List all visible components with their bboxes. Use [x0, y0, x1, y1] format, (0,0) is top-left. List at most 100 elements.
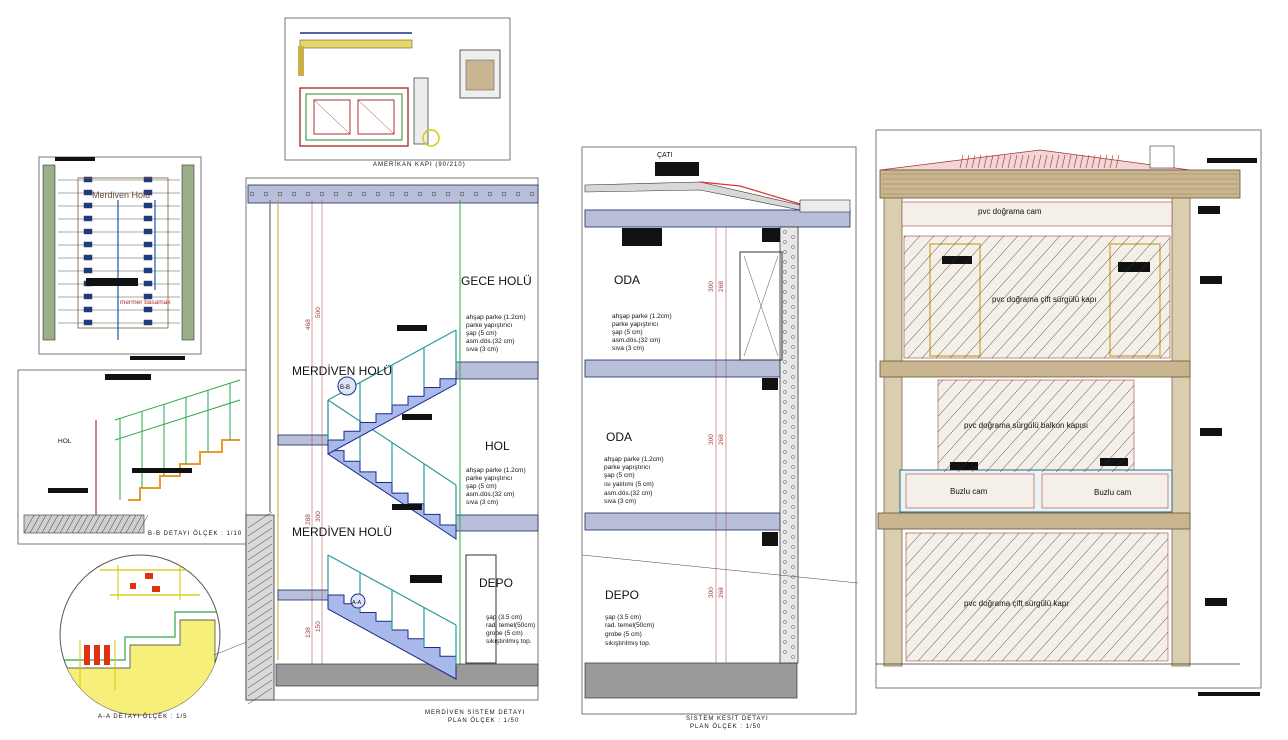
sys-dim-2: 268 [718, 281, 725, 292]
hatch-line [247, 599, 273, 617]
plan-step-post [143, 254, 153, 261]
hatch-line [1085, 569, 1168, 661]
wall-dot [791, 575, 795, 579]
wall-dot [791, 395, 795, 399]
wall-dot [783, 620, 787, 624]
roof-dot [529, 191, 535, 197]
hatch-line [904, 236, 934, 270]
facade-label-lower-door: pvc doğrama çift sürgülü kapı [964, 599, 1069, 608]
stair-section-caption-1: MERDİVEN SİSTEM DETAYI [425, 709, 525, 716]
hatch-line [907, 236, 1018, 358]
wall-dot [791, 355, 795, 359]
hatch-line [247, 647, 273, 665]
hatch-line [1057, 538, 1168, 661]
facade-elevation: pvc doğrama cam pvc doğrama çift sürgülü… [875, 129, 1262, 696]
hatch-line [985, 380, 1069, 472]
note-line: parke yapıştırıcı [466, 475, 512, 482]
room-merdiven-holu-upper: MERDİVEN HOLÜ [292, 364, 392, 378]
wall-dot [791, 245, 795, 249]
facade-label-upper-door: pvc doğrama çift sürgülü kapı [992, 295, 1097, 304]
wall-dot [783, 230, 787, 234]
hatch-line [247, 551, 273, 569]
bb-detail-caption: B-B DETAYI ÖLÇEK : 1/10 [148, 530, 242, 537]
bubble-aa: A-A [352, 600, 362, 606]
stair-floor-notes-middle: ahşap parke (1.2cm) parke yapıştırıcı şa… [466, 467, 526, 506]
plan-step-post [83, 306, 93, 313]
hatch-line [95, 514, 107, 534]
roof-dot [277, 191, 283, 197]
roof-dot [403, 191, 409, 197]
roof-label: ÇATI [657, 152, 672, 159]
wall-dot [791, 455, 795, 459]
hatch-line [1113, 600, 1168, 661]
hatch-line [921, 236, 1032, 358]
wall-dot [791, 375, 795, 379]
wall-dot [783, 570, 787, 574]
hatch-line [83, 514, 95, 534]
facade-label-frosted-left: Buzlu cam [950, 487, 988, 496]
plan-step-post [143, 241, 153, 248]
wall-dot [783, 260, 787, 264]
wall-dot [791, 635, 795, 639]
hatch-line [247, 591, 273, 609]
plan-step-post [143, 189, 153, 196]
stair-dim-500: 500 [315, 307, 322, 318]
wall-dot [783, 300, 787, 304]
wall-dot [783, 270, 787, 274]
plan-step-post [143, 306, 153, 313]
stair-dim-138: 138 [305, 627, 312, 638]
wall-dot [791, 345, 795, 349]
hatch-line [971, 380, 1055, 472]
roof-tile [1115, 154, 1120, 169]
hatch-line [247, 527, 273, 545]
hatch-line [53, 514, 65, 534]
wall-dot [791, 315, 795, 319]
plan-step-post [83, 241, 93, 248]
wall-dot [783, 370, 787, 374]
hatch-line [938, 380, 999, 448]
wall-dot [791, 415, 795, 419]
note-line: sıva (3 cm) [604, 498, 636, 505]
wall-dot [791, 285, 795, 289]
hatch-line [987, 533, 1104, 661]
stair-dim-288: 288 [305, 514, 312, 525]
stair-flight [327, 370, 457, 455]
wall-dot [783, 610, 787, 614]
plan-step-post [83, 319, 93, 326]
roof-tile [1085, 154, 1090, 169]
wall-dot [783, 500, 787, 504]
note-line: şap (5 cm) [466, 483, 497, 490]
wall-dot [783, 550, 787, 554]
wall-dot [791, 645, 795, 649]
note-line: grobe (5 cm) [486, 630, 523, 637]
wall-dot [783, 590, 787, 594]
hatch-line [1127, 616, 1168, 661]
sys-dim-6: 268 [718, 587, 725, 598]
hatch-line [1145, 330, 1170, 358]
aa-detail: A-A DETAYI ÖLÇEK : 1/5 [59, 554, 353, 720]
roof-tile [1007, 154, 1012, 169]
note-line: parke yapıştırıcı [466, 322, 512, 329]
hatch-line [906, 533, 1020, 660]
hatch-line [963, 236, 1074, 358]
roof-tile [1061, 154, 1066, 169]
note-line: sıkıştırılmış top. [486, 638, 532, 645]
roof-tile [1031, 154, 1036, 169]
wall-dot [783, 480, 787, 484]
stair-plan-marble-note: mermer basamak [120, 299, 171, 306]
hatch-line [247, 607, 273, 625]
plan-step-post [143, 280, 153, 287]
bb-detail: HOL B-B DETAYI ÖLÇEK : 1/10 [17, 369, 349, 545]
hatch-line [77, 514, 89, 534]
stair-dim-300: 300 [315, 511, 322, 522]
hatch-line [1097, 431, 1134, 472]
note-line: parke yapıştırıcı [604, 464, 650, 471]
note-line: rad. temel(50cm) [605, 622, 654, 629]
roof-dot [361, 191, 367, 197]
wall-dot [783, 520, 787, 524]
wall-dot [791, 625, 795, 629]
sys-dim-1: 300 [708, 281, 715, 292]
plan-step-post [143, 176, 153, 183]
bubble-bb: B-B [340, 385, 350, 391]
wall-dot [783, 340, 787, 344]
